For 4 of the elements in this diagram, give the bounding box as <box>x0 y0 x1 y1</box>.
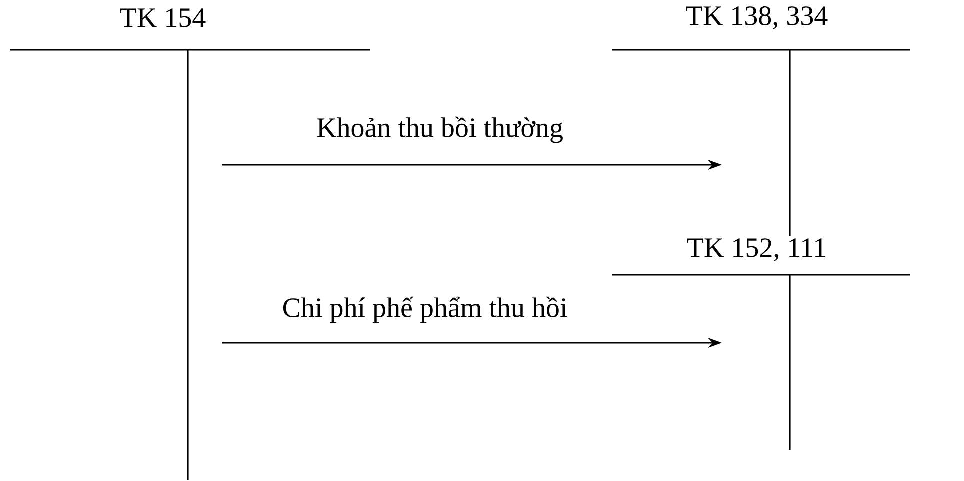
edge-label: Chi phí phế phẩm thu hồi <box>283 296 568 324</box>
t-account: TK 138, 334 <box>612 6 910 236</box>
edge-label: Khoản thu bồi thường <box>317 116 563 144</box>
t-account: TK 152, 111 <box>612 238 910 450</box>
